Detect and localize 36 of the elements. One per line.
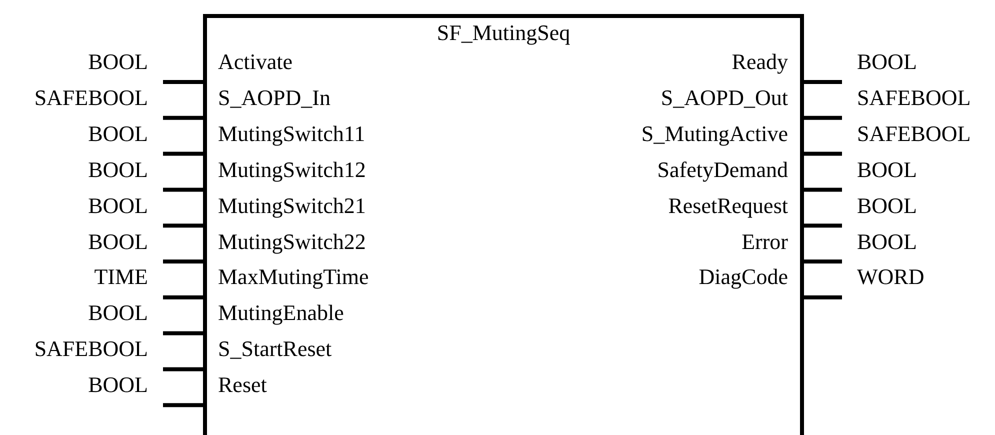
output-name: DiagCode	[698, 264, 788, 290]
data-type: BOOL	[88, 120, 148, 147]
data-type: BOOL	[857, 192, 917, 219]
data-type: BOOL	[88, 156, 148, 183]
input-name: MaxMutingTime	[218, 264, 369, 290]
data-type: SAFEBOOL	[857, 120, 971, 147]
data-type: BOOL	[88, 228, 148, 254]
output-name: Error	[742, 228, 788, 254]
output-name: S_MutingActive	[641, 120, 788, 147]
output-name: SafetyDemand	[657, 156, 788, 183]
input-name: S_StartReset	[218, 336, 332, 362]
input-name: S_AOPD_In	[218, 84, 330, 111]
input-name: MutingSwitch11	[218, 120, 366, 147]
data-type: SAFEBOOL	[857, 84, 971, 111]
input-name: MutingSwitch22	[218, 228, 366, 254]
function-block	[203, 14, 804, 435]
data-type: SAFEBOOL	[34, 84, 148, 111]
input-name: Reset	[218, 372, 267, 398]
data-type: BOOL	[857, 49, 917, 75]
output-name: S_AOPD_Out	[660, 84, 788, 111]
block-title: SF_MutingSeq	[436, 20, 570, 46]
data-type: BOOL	[88, 372, 148, 398]
data-type: TIME	[94, 264, 148, 290]
input-name: MutingSwitch21	[218, 192, 366, 219]
data-type: BOOL	[88, 300, 148, 326]
data-type: BOOL	[857, 156, 917, 183]
output-name: Ready	[732, 49, 788, 75]
data-type: WORD	[857, 264, 924, 290]
input-name: Activate	[218, 49, 293, 75]
input-name: MutingSwitch12	[218, 156, 366, 183]
input-name: MutingEnable	[218, 300, 344, 326]
data-type: BOOL	[88, 49, 148, 75]
output-name: ResetRequest	[668, 192, 788, 219]
data-type: SAFEBOOL	[34, 336, 148, 362]
data-type: BOOL	[88, 192, 148, 219]
data-type: BOOL	[857, 228, 917, 254]
